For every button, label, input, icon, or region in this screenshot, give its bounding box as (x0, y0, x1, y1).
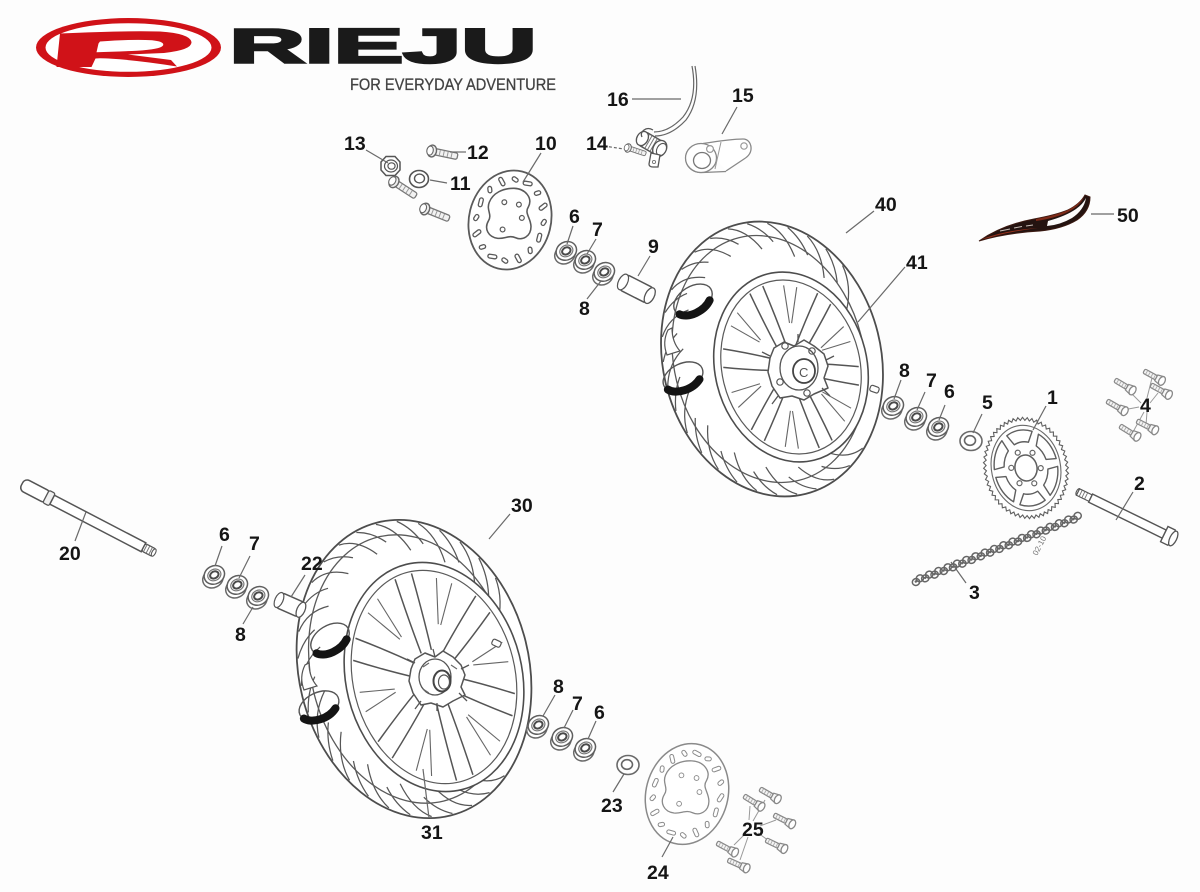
svg-text:FOR EVERYDAY ADVENTURE: FOR EVERYDAY ADVENTURE (350, 75, 556, 94)
svg-text:6: 6 (594, 702, 605, 724)
svg-text:9: 9 (648, 236, 659, 258)
svg-text:C: C (799, 365, 808, 380)
svg-text:41: 41 (906, 252, 928, 274)
svg-text:20: 20 (59, 543, 81, 565)
svg-text:5: 5 (982, 392, 993, 414)
svg-text:10: 10 (535, 133, 557, 155)
svg-text:6: 6 (219, 524, 230, 546)
svg-text:RIEJU: RIEJU (230, 20, 537, 74)
svg-text:1: 1 (1047, 387, 1058, 409)
svg-text:12: 12 (467, 142, 489, 164)
svg-text:24: 24 (647, 862, 669, 884)
svg-text:8: 8 (579, 298, 590, 320)
svg-text:11: 11 (450, 173, 471, 195)
svg-text:23: 23 (601, 795, 623, 817)
svg-text:7: 7 (926, 370, 937, 392)
svg-text:7: 7 (592, 219, 603, 241)
svg-text:40: 40 (875, 194, 897, 216)
svg-text:8: 8 (553, 676, 564, 698)
svg-text:16: 16 (607, 89, 629, 111)
svg-text:2: 2 (1134, 473, 1145, 495)
svg-text:30: 30 (511, 495, 533, 517)
svg-text:6: 6 (569, 206, 580, 228)
svg-text:8: 8 (235, 624, 246, 646)
svg-text:8: 8 (899, 360, 910, 382)
svg-text:25: 25 (742, 819, 764, 841)
svg-text:14: 14 (586, 133, 608, 155)
svg-text:3: 3 (969, 582, 980, 604)
svg-text:6: 6 (944, 381, 955, 403)
svg-text:7: 7 (249, 533, 260, 555)
svg-text:31: 31 (421, 822, 443, 844)
svg-text:7: 7 (572, 693, 583, 715)
svg-text:4: 4 (1140, 395, 1151, 417)
svg-text:13: 13 (344, 133, 366, 155)
svg-text:15: 15 (732, 85, 754, 107)
svg-text:22: 22 (301, 553, 323, 575)
svg-text:50: 50 (1117, 205, 1139, 227)
